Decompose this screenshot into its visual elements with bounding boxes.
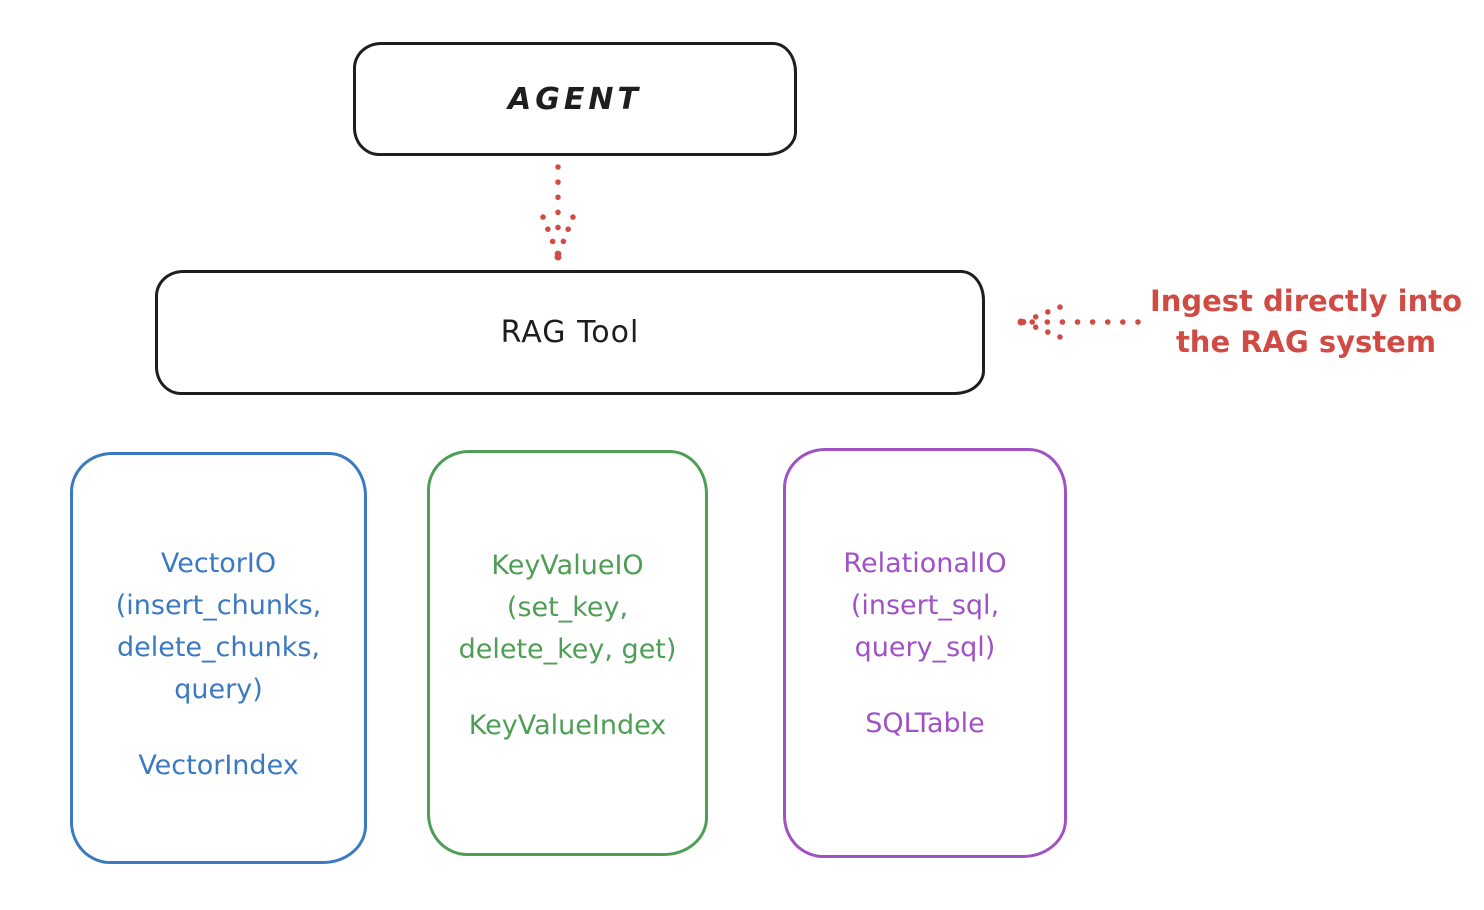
store-line: KeyValueIO bbox=[491, 550, 644, 581]
vector-index-label: VectorIndex bbox=[138, 750, 299, 781]
store-line: (set_key, bbox=[506, 592, 629, 623]
rag-tool-node: RAG Tool bbox=[155, 270, 985, 395]
keyvalue-io-store-box: KeyValueIO (set_key, delete_key, get) Ke… bbox=[427, 450, 708, 856]
agent-to-rag-dotted-arrow-icon bbox=[536, 162, 580, 264]
store-line: delete_key, get) bbox=[458, 634, 677, 665]
store-line: delete_chunks, bbox=[116, 632, 321, 663]
relational-io-description: RelationalIO (insert_sql, query_sql) bbox=[786, 543, 1064, 669]
store-line: query_sql) bbox=[854, 632, 996, 663]
store-line: RelationalIO bbox=[843, 548, 1007, 579]
relational-io-store-box: RelationalIO (insert_sql, query_sql) SQL… bbox=[783, 448, 1067, 858]
ingest-dotted-arrow-icon bbox=[1014, 300, 1144, 344]
vector-io-store-box: VectorIO (insert_chunks, delete_chunks, … bbox=[70, 452, 367, 864]
agent-node: AGENT bbox=[353, 42, 797, 156]
sql-table-label: SQLTable bbox=[865, 708, 985, 739]
keyvalue-index-label: KeyValueIndex bbox=[468, 710, 667, 741]
store-line: (insert_chunks, bbox=[115, 590, 322, 621]
ingest-annotation: Ingest directly into the RAG system bbox=[1138, 281, 1474, 363]
store-line: VectorIO bbox=[160, 548, 277, 579]
store-line: query) bbox=[174, 674, 263, 705]
store-line: (insert_sql, bbox=[850, 590, 1000, 621]
rag-tool-node-label: RAG Tool bbox=[500, 315, 640, 350]
vector-io-description: VectorIO (insert_chunks, delete_chunks, … bbox=[73, 543, 364, 711]
ingest-annotation-line2: the RAG system bbox=[1175, 325, 1437, 359]
ingest-annotation-line1: Ingest directly into bbox=[1149, 284, 1463, 318]
agent-node-label: AGENT bbox=[508, 81, 642, 117]
keyvalue-io-description: KeyValueIO (set_key, delete_key, get) bbox=[430, 545, 705, 671]
